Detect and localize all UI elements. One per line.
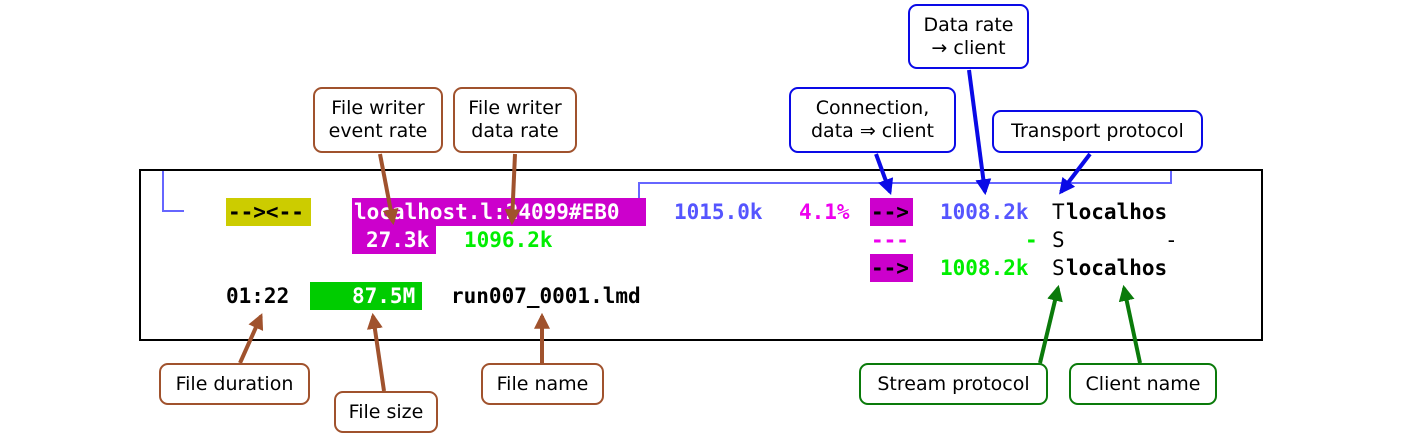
callout-file-name: File name [481, 363, 604, 405]
arrow-data-rate [504, 153, 521, 226]
client-name-2: - [1165, 228, 1178, 252]
arrow-data-rate-client [967, 69, 992, 196]
client-rate-3: 1008.2k [940, 256, 1029, 280]
client-name-3: localhos [1066, 256, 1168, 280]
arrow3-highlight [870, 254, 913, 282]
file-size-highlight [310, 282, 422, 310]
callout-data-rate: Data rate → client [908, 4, 1029, 69]
callout-connection: Connection, data ⇒ client [789, 87, 956, 153]
connection-status: --><-- [228, 200, 304, 224]
client-arrow-1: --> [871, 200, 909, 224]
stream-protocol-3: S [1052, 256, 1065, 280]
file-size: 87.5M [352, 284, 416, 308]
arrow-client-name [1118, 284, 1142, 364]
callout-client-name: Client name [1069, 363, 1217, 405]
host-highlight [352, 198, 646, 226]
callout-stream-protocol: Stream protocol [859, 363, 1048, 405]
arrow-stream-protocol [1038, 284, 1063, 364]
arrow-event-rate [378, 153, 399, 226]
client-rate-2: - [1025, 228, 1038, 252]
arrow-file-size [366, 312, 386, 392]
arrow-transport-protocol [1059, 152, 1092, 195]
client-arrow-3: --> [871, 256, 909, 280]
bracket-line-right [638, 171, 1172, 198]
file-name: run007_0001.lmd [451, 284, 641, 308]
file-duration: 01:22 [226, 284, 290, 308]
arrow1-highlight [870, 198, 913, 226]
stream-protocol-2: S [1052, 228, 1065, 252]
bracket-line-left [162, 171, 184, 212]
writer-data-rate: 1096.2k [464, 228, 553, 252]
client-arrow-2: --- [871, 228, 909, 252]
callout-file-writer-event-rate: File writer event rate [313, 87, 443, 153]
terminal-frame [139, 169, 1263, 341]
client-rate-1: 1008.2k [940, 200, 1029, 224]
callout-transport-protocol: Transport protocol [992, 110, 1203, 153]
writer-event-rate: 27.3k [366, 228, 430, 252]
callout-file-duration: File duration [159, 363, 310, 405]
callout-file-size: File size [334, 391, 438, 433]
transport-protocol-1: T [1052, 200, 1065, 224]
arrow-connection [874, 153, 894, 196]
callout-file-writer-data-rate: File writer data rate [453, 87, 577, 153]
writer-events-highlight [352, 226, 436, 254]
input-rate: 1015.0k [674, 200, 763, 224]
status-highlight [226, 198, 311, 226]
arrow-file-duration [238, 313, 264, 364]
percent-value: 4.1% [799, 200, 850, 224]
client-name-1: localhos [1066, 200, 1168, 224]
